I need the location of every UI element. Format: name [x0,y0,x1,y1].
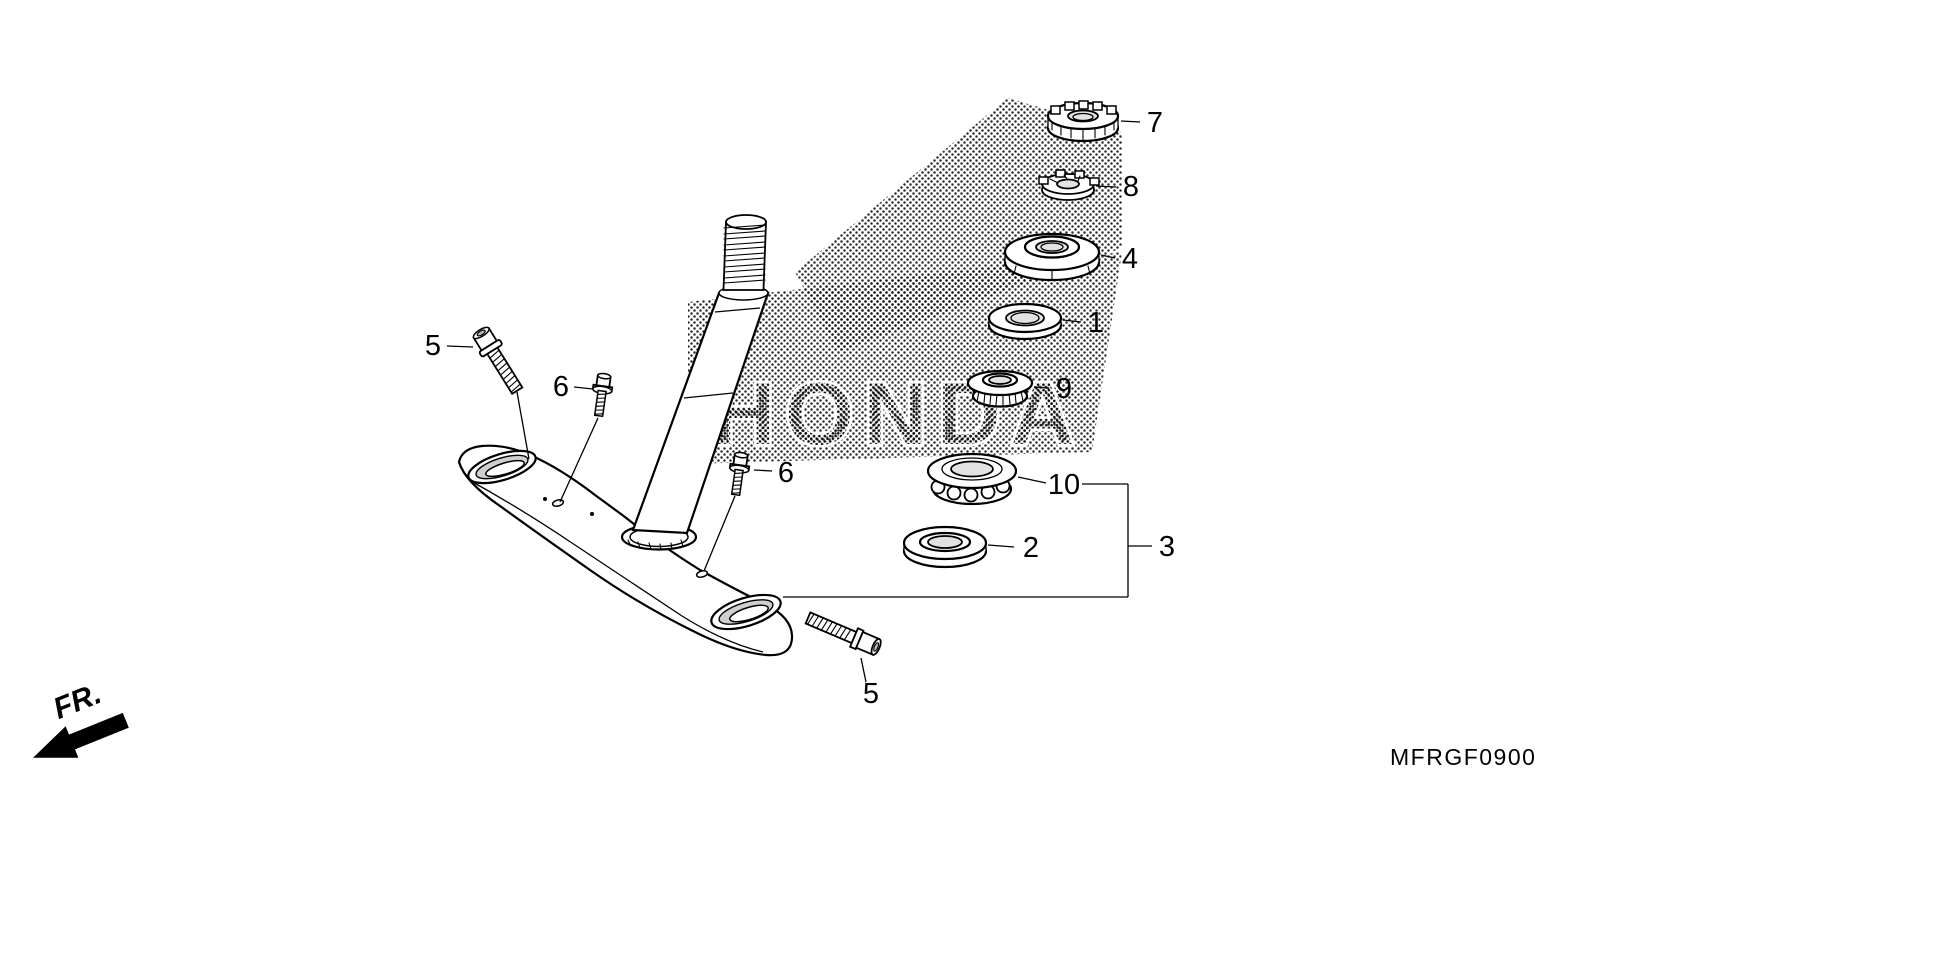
callout-label-6b: 6 [778,457,794,489]
part-upper-bearing [966,369,1034,408]
callout-label-4: 4 [1122,243,1138,275]
part-lower-bearing [926,452,1018,506]
callout-label-5b: 5 [863,678,879,710]
callout-label-1: 1 [1088,307,1104,339]
callout-label-10: 10 [1048,469,1080,501]
callout-label-9: 9 [1056,373,1072,405]
part-flange-bolt-left [591,372,614,418]
callout-label-3: 3 [1159,531,1175,563]
part-bottom-bridge [457,444,794,657]
stem-threads [723,224,766,284]
callout-label-6a: 6 [553,371,569,403]
honda-watermark: HONDA [712,364,1085,463]
front-direction-label: FR. [49,677,106,726]
leader-lines [446,120,1152,683]
part-flange-bolt-right [728,451,751,497]
part-lock-washer [1038,169,1100,201]
part-castle-nut [1046,100,1120,143]
socket-recess-icon [476,329,486,337]
part-socket-bolt-upper [472,326,524,396]
callout-label-5a: 5 [425,330,441,362]
callout-label-2: 2 [1023,532,1039,564]
callout-label-7: 7 [1147,107,1163,139]
part-steering-stem [631,214,770,535]
socket-recess-icon [873,642,880,652]
front-direction-marker: FR. [33,677,129,758]
part-washer [987,302,1063,341]
pin-mark [590,512,594,516]
callout-labels: 7 8 4 1 9 10 2 3 5 6 6 5 [425,107,1175,710]
front-arrow-icon [33,712,129,758]
part-dust-seal [902,525,988,569]
part-socket-bolt-lower [804,611,882,656]
pin-mark [543,497,547,501]
group-bracket [783,484,1152,598]
callout-label-8: 8 [1123,171,1139,203]
diagram-code: MFRGF0900 [1390,744,1536,770]
clamp-bolt-hole-right [695,570,709,578]
part-top-thread-nut [1003,232,1101,282]
